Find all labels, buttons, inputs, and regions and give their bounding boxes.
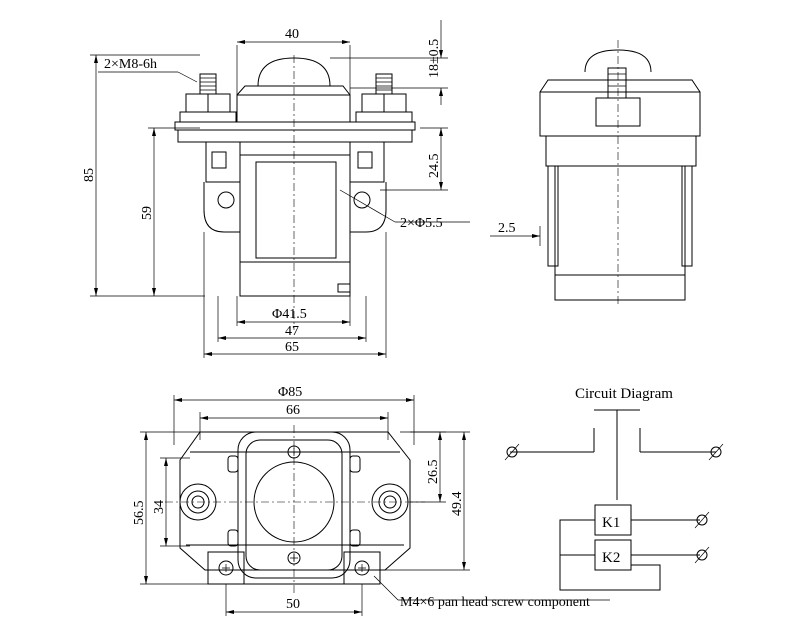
dim-65: 65	[285, 340, 299, 355]
dim-holes: 2×Φ5.5	[400, 216, 443, 231]
dim-phi-85: Φ85	[278, 385, 302, 400]
dim-thread: 2×M8-6h	[104, 57, 157, 72]
dim-47: 47	[285, 324, 299, 339]
circuit-title: Circuit Diagram	[575, 386, 673, 402]
circuit-diagram: Circuit Diagram K1 K2	[504, 386, 724, 591]
dim-24-5: 24.5	[427, 154, 442, 179]
dim-bore: Φ41.5	[272, 307, 307, 322]
dim-18: 18±0.5	[427, 39, 442, 78]
dim-2-5: 2.5	[498, 221, 516, 236]
dim-85: 85	[82, 168, 97, 182]
dim-59: 59	[140, 206, 155, 220]
dim-26-5: 26.5	[426, 460, 441, 485]
front-view: 40 18±0.5 24.5 2×M8-6h 85 59	[82, 20, 470, 358]
dim-50: 50	[286, 597, 300, 612]
dim-49-4: 49.4	[450, 492, 465, 517]
coil-k2: K2	[602, 550, 620, 566]
screw-note: M4×6 pan head screw component	[400, 595, 590, 610]
dim-40: 40	[285, 27, 299, 42]
top-view: Φ85 66	[132, 385, 610, 616]
dim-66: 66	[286, 403, 300, 418]
dim-34: 34	[152, 500, 167, 514]
dim-56-5: 56.5	[132, 501, 147, 526]
coil-k1: K1	[602, 515, 620, 531]
side-view: 2.5	[490, 40, 701, 305]
